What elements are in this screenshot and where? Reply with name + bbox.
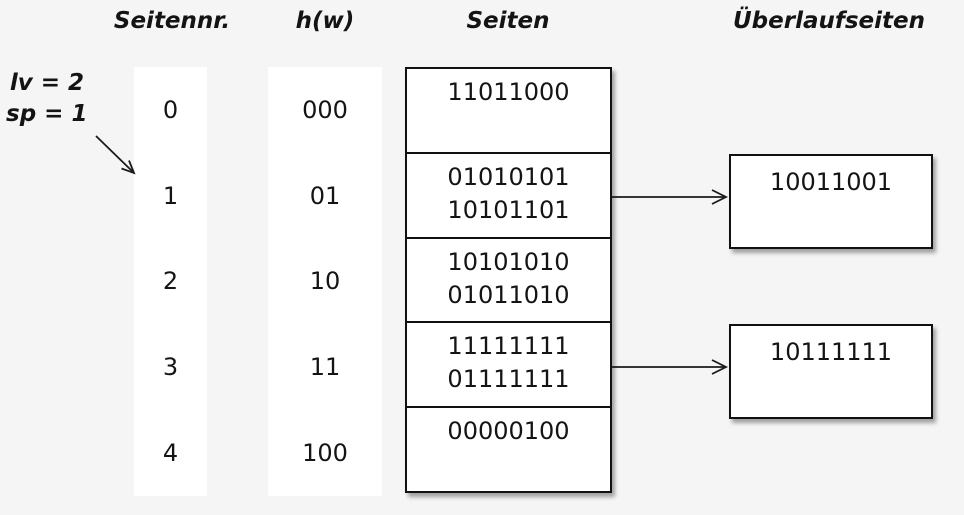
hash-value: 10 xyxy=(309,267,341,296)
page-cell-3: 11111111 01111111 xyxy=(407,323,610,409)
hash-value: 100 xyxy=(302,439,348,468)
page-cell-2: 10101010 01011010 xyxy=(407,239,610,324)
seitennr-value: 1 xyxy=(162,181,179,210)
page-entry: 01111111 xyxy=(447,365,570,394)
overflow-arrow-3-icon xyxy=(612,359,729,375)
page-entry: 11111111 xyxy=(447,332,570,361)
overflow-entry: 10011001 xyxy=(769,168,893,196)
header-seiten: Seiten xyxy=(466,8,550,34)
page-entry: 10101101 xyxy=(447,195,570,224)
page-entry: 01011010 xyxy=(447,280,570,309)
hash-value-column: 000 01 10 11 100 xyxy=(268,67,382,496)
page-cell-4: 00000100 xyxy=(407,408,610,491)
header-seitennr: Seitennr. xyxy=(113,8,231,34)
annotation-arrow-icon xyxy=(95,135,136,175)
seitennr-value: 2 xyxy=(162,267,179,296)
header-ueberlaufseiten: Überlaufseiten xyxy=(732,8,925,34)
overflow-arrow-1-icon xyxy=(612,189,729,205)
seitennr-value: 0 xyxy=(162,95,179,124)
page-entry: 01010101 xyxy=(447,162,570,191)
hash-value: 01 xyxy=(309,181,341,210)
page-cell-0: 11011000 xyxy=(407,69,610,154)
annotation-sp: sp = 1 xyxy=(6,101,88,127)
overflow-page-1: 10011001 xyxy=(729,154,933,249)
overflow-page-3: 10111111 xyxy=(729,324,933,419)
annotation-lv: lv = 2 xyxy=(9,70,84,96)
seiten-table: 11011000 01010101 10101101 10101010 0101… xyxy=(405,67,612,493)
page-entry: 00000100 xyxy=(447,417,570,446)
page-cell-1: 01010101 10101101 xyxy=(407,154,610,239)
state-annotation: lv = 2 sp = 1 xyxy=(6,68,88,130)
hash-value: 11 xyxy=(309,353,341,382)
page-entry: 11011000 xyxy=(447,78,570,106)
seitennr-column: 0 1 2 3 4 xyxy=(134,67,207,496)
page-entry: 10101010 xyxy=(447,247,570,276)
seitennr-value: 4 xyxy=(162,439,179,468)
hash-value: 000 xyxy=(302,95,348,124)
header-hash-function: h(w) xyxy=(295,8,355,34)
seitennr-value: 3 xyxy=(162,353,179,382)
overflow-entry: 10111111 xyxy=(769,338,893,366)
